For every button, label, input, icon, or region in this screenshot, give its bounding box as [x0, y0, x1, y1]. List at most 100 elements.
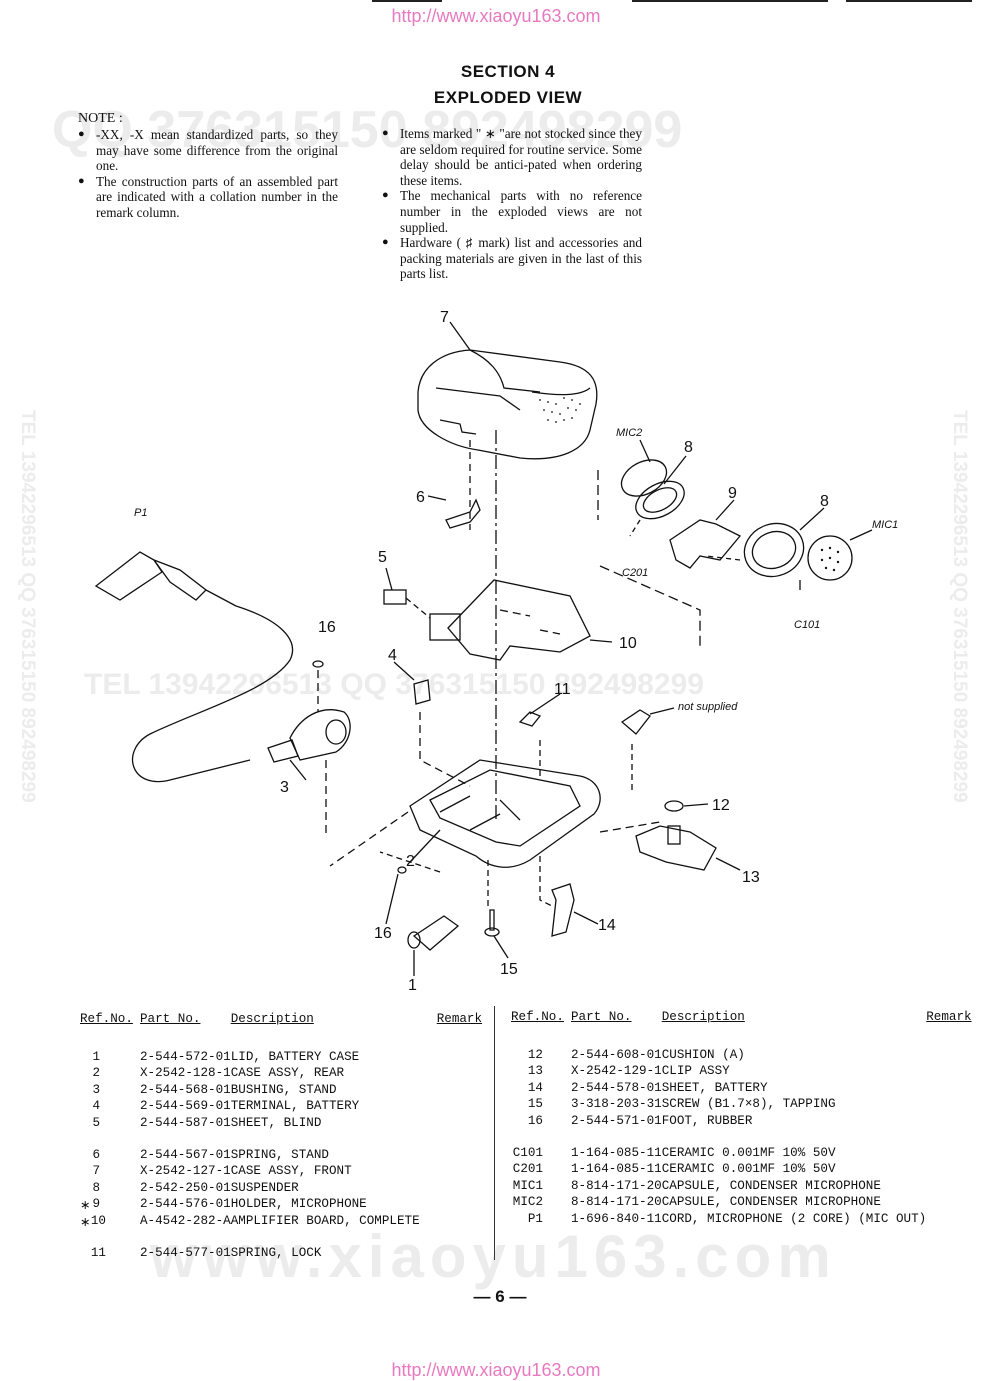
ref-cell: 3 — [92, 1082, 100, 1097]
ref-cell: ∗10 — [80, 1213, 106, 1230]
desc-cell: CERAMIC 0.001MF 10% 50V — [661, 1145, 836, 1160]
desc-cell: BUSHING, STAND — [230, 1082, 337, 1097]
part-cell: 2-544-567-01 — [140, 1147, 231, 1162]
ref-cell: 1 — [92, 1050, 100, 1064]
desc-cell: CAPSULE, CONDENSER MICROPHONE — [661, 1178, 881, 1193]
callout-6: 6 — [416, 489, 425, 506]
mic-cord-drawing — [132, 605, 294, 783]
note-item: -XX, -X mean standardized parts, so they… — [78, 127, 338, 174]
front-case-drawing — [417, 349, 598, 460]
desc-cell: CERAMIC 0.001MF 10% 50V — [661, 1162, 836, 1177]
desc-cell: SUSPENDER — [230, 1180, 299, 1195]
header-rule-left — [372, 0, 442, 2]
desc-cell: SPRING, STAND — [230, 1147, 329, 1162]
desc-cell: CASE ASSY, FRONT — [230, 1164, 352, 1179]
ref-cell: 14 — [527, 1080, 543, 1095]
rubber-foot-drawing — [312, 660, 324, 668]
battery-lid-knob — [407, 931, 421, 949]
note-item: Items marked " ∗ "are not stocked since … — [382, 126, 642, 188]
rear-case-drawing — [409, 759, 601, 868]
callout-15: 15 — [500, 961, 518, 978]
part-cell: 1-164-085-11 — [571, 1145, 662, 1160]
part-cell: 2-544-608-01 — [571, 1048, 662, 1062]
desc-cell: CLIP ASSY — [661, 1064, 730, 1079]
callout-mic1: MIC1 — [872, 519, 898, 531]
callout-16-lower: 16 — [374, 925, 392, 942]
part-cell: 8-814-171-20 — [571, 1195, 662, 1210]
part-cell: X-2542-127-1 — [140, 1164, 231, 1179]
ref-cell: 2 — [92, 1066, 100, 1081]
battery-lid-drawing — [412, 915, 460, 951]
note-right-column: Items marked " ∗ "are not stocked since … — [382, 126, 642, 282]
mic-plug-drawing — [94, 551, 237, 607]
callout-16-upper: 16 — [318, 619, 336, 636]
callout-5: 5 — [378, 549, 387, 566]
parts-table-right: Ref.No. Part No. Description Remark 12 2-… — [511, 1010, 972, 1228]
ref-cell: 4 — [92, 1099, 100, 1114]
ref-cell: 15 — [527, 1097, 543, 1112]
desc-cell: AMPLIFIER BOARD, COMPLETE — [230, 1213, 420, 1228]
section-subtitle: EXPLODED VIEW — [433, 88, 583, 107]
table-divider — [494, 1006, 495, 1260]
header-url[interactable]: http://www.xiaoyu163.com — [391, 6, 601, 26]
exploded-view-diagram: 7 6 5 10 4 11 16 3 2 16 1 15 14 13 12 8 … — [94, 309, 898, 994]
desc-cell: CASE ASSY, REAR — [230, 1066, 345, 1081]
footer-url[interactable]: http://www.xiaoyu163.com — [391, 1360, 601, 1380]
ref-cell: 11 — [90, 1245, 106, 1260]
microphone-holder-drawing — [669, 519, 742, 569]
front-case-grille — [539, 397, 581, 423]
battery-sheet-drawing — [551, 883, 575, 937]
ref-cell: 16 — [527, 1113, 543, 1128]
callout-14: 14 — [598, 917, 616, 934]
part-cell: 3-318-203-31 — [571, 1097, 662, 1112]
part-cell: 2-544-576-01 — [140, 1197, 231, 1212]
desc-cell: FOOT, RUBBER — [661, 1113, 753, 1128]
note-item: The construction parts of an assembled p… — [78, 174, 338, 221]
part-cell: X-2542-128-1 — [140, 1066, 231, 1081]
part-cell: 2-544-568-01 — [140, 1082, 231, 1097]
ref-cell: 13 — [527, 1064, 543, 1079]
desc-cell: CUSHION (A) — [661, 1048, 745, 1062]
desc-cell: SPRING, LOCK — [230, 1245, 322, 1260]
spring-stand-drawing — [445, 498, 481, 529]
cushion-drawing — [664, 800, 684, 812]
ref-cell: 8 — [92, 1180, 100, 1195]
desc-cell: SHEET, BATTERY — [661, 1080, 768, 1095]
ref-cell: C201 — [512, 1162, 543, 1177]
ref-cell: 6 — [92, 1147, 100, 1162]
callout-12: 12 — [712, 797, 730, 814]
ref-cell: 5 — [92, 1115, 100, 1130]
spring-lock-drawing — [518, 711, 542, 727]
callout-c201: C201 — [622, 567, 648, 579]
mic2-capsule-drawing — [620, 459, 685, 520]
unsupplied-part-drawing — [620, 709, 651, 735]
desc-cell: SHEET, BLIND — [230, 1115, 322, 1130]
note-heading: NOTE : — [78, 111, 123, 126]
header-ref: Ref.No. — [80, 1012, 133, 1026]
callout-2: 2 — [406, 853, 415, 870]
header-remark: Remark — [436, 1012, 483, 1026]
callout-11: 11 — [554, 681, 571, 698]
callout-4: 4 — [388, 647, 397, 664]
table-header-row: Ref.No. Part No. Description Remark — [511, 1010, 972, 1032]
part-cell: 2-544-578-01 — [571, 1080, 662, 1095]
section-title: SECTION 4 — [460, 62, 556, 81]
desc-cell: LID, BATTERY CASE — [230, 1050, 360, 1064]
ref-cell: C101 — [512, 1145, 543, 1160]
callout-1: 1 — [408, 977, 417, 994]
header-part: Part No. — [140, 1012, 201, 1026]
header-part: Part No. — [571, 1010, 632, 1024]
ref-cell: 12 — [527, 1048, 543, 1062]
callout-7: 7 — [440, 309, 449, 326]
